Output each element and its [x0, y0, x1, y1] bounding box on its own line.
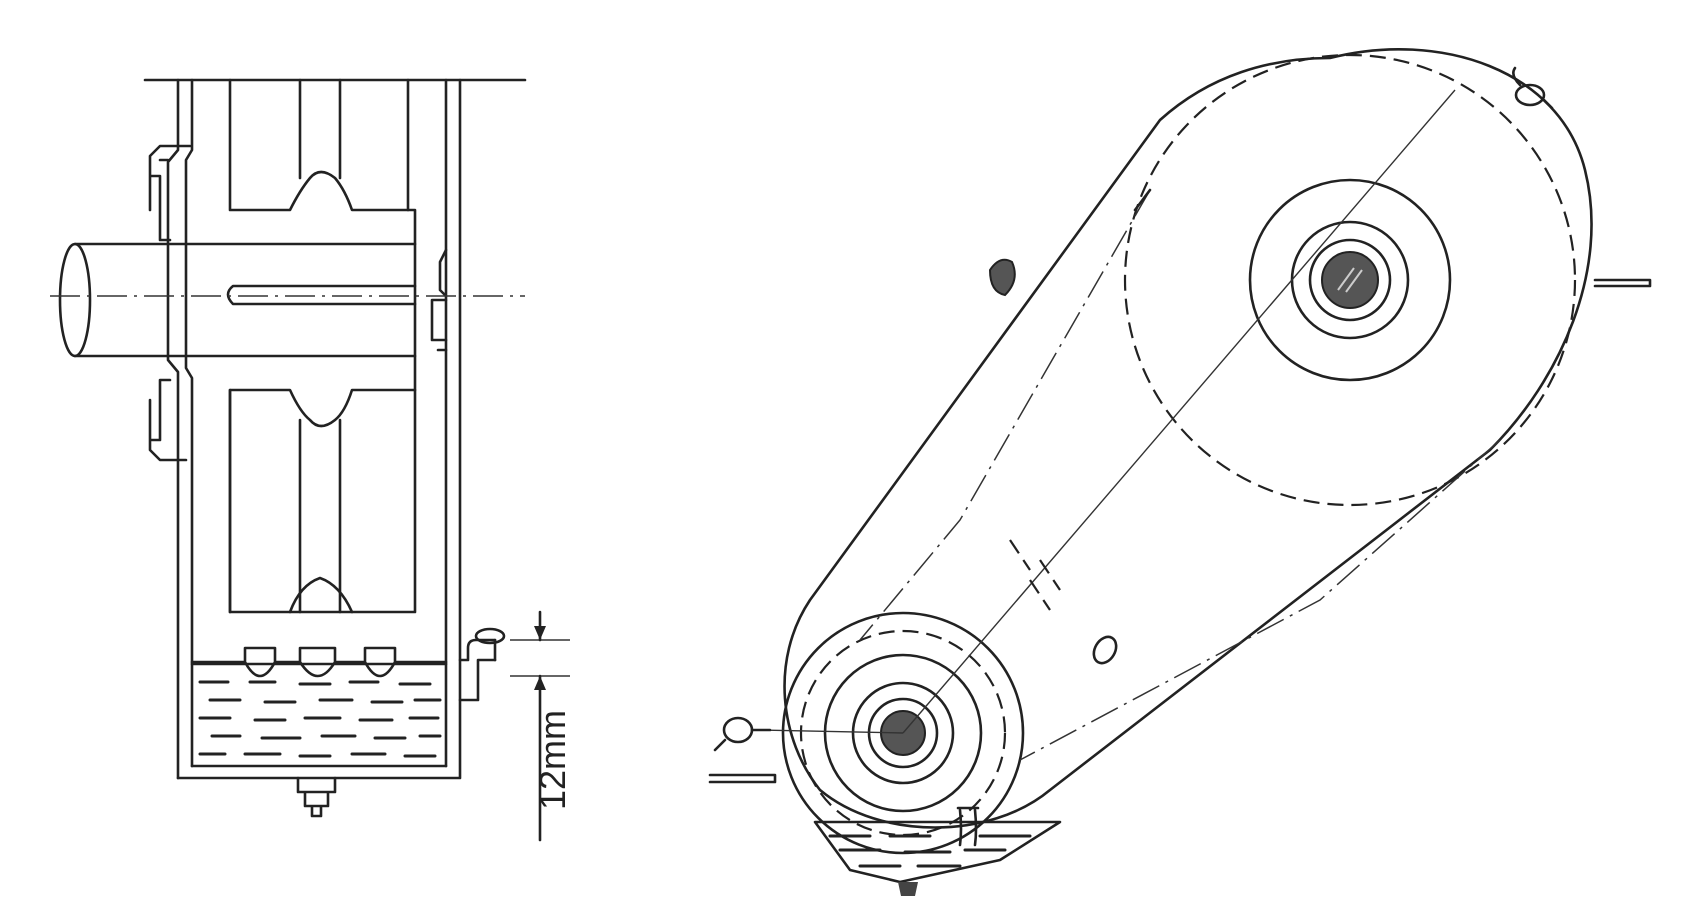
case-bottom: [176, 78, 462, 780]
small-sprocket-pitch: [781, 611, 1025, 855]
tensioner-bolt: [1009, 539, 1118, 665]
large-sprocket-hub: [1248, 178, 1452, 382]
case-outline: [783, 47, 1593, 829]
drain-plug: [296, 776, 337, 818]
dimension-label: 12mm: [532, 710, 573, 810]
chain-rollers: [190, 646, 448, 678]
seal-clip-top: [148, 144, 192, 242]
chaincase-cross-section: 12mm: [50, 78, 573, 842]
mounting-lug-top: [1512, 66, 1554, 110]
stud-left: [708, 773, 777, 784]
seal-clip-bottom: [148, 378, 188, 462]
sprocket-section: [228, 78, 417, 614]
large-sprocket-pitch: [1123, 53, 1577, 507]
oil-level-plug: [458, 638, 497, 702]
mounting-lug-left: [713, 716, 772, 752]
dimension-12mm: 12mm: [510, 610, 573, 842]
oil-bath: [198, 680, 442, 758]
shaft: [73, 242, 417, 358]
rivet-top: [988, 258, 1016, 297]
side-oil-bath: [813, 806, 1062, 896]
chaincase-side-view: [708, 47, 1652, 896]
shaft-end: [58, 242, 92, 358]
stud-right: [1593, 278, 1652, 288]
case-outer-wall-left: [166, 78, 180, 780]
large-sprocket-nut: [1321, 251, 1379, 309]
